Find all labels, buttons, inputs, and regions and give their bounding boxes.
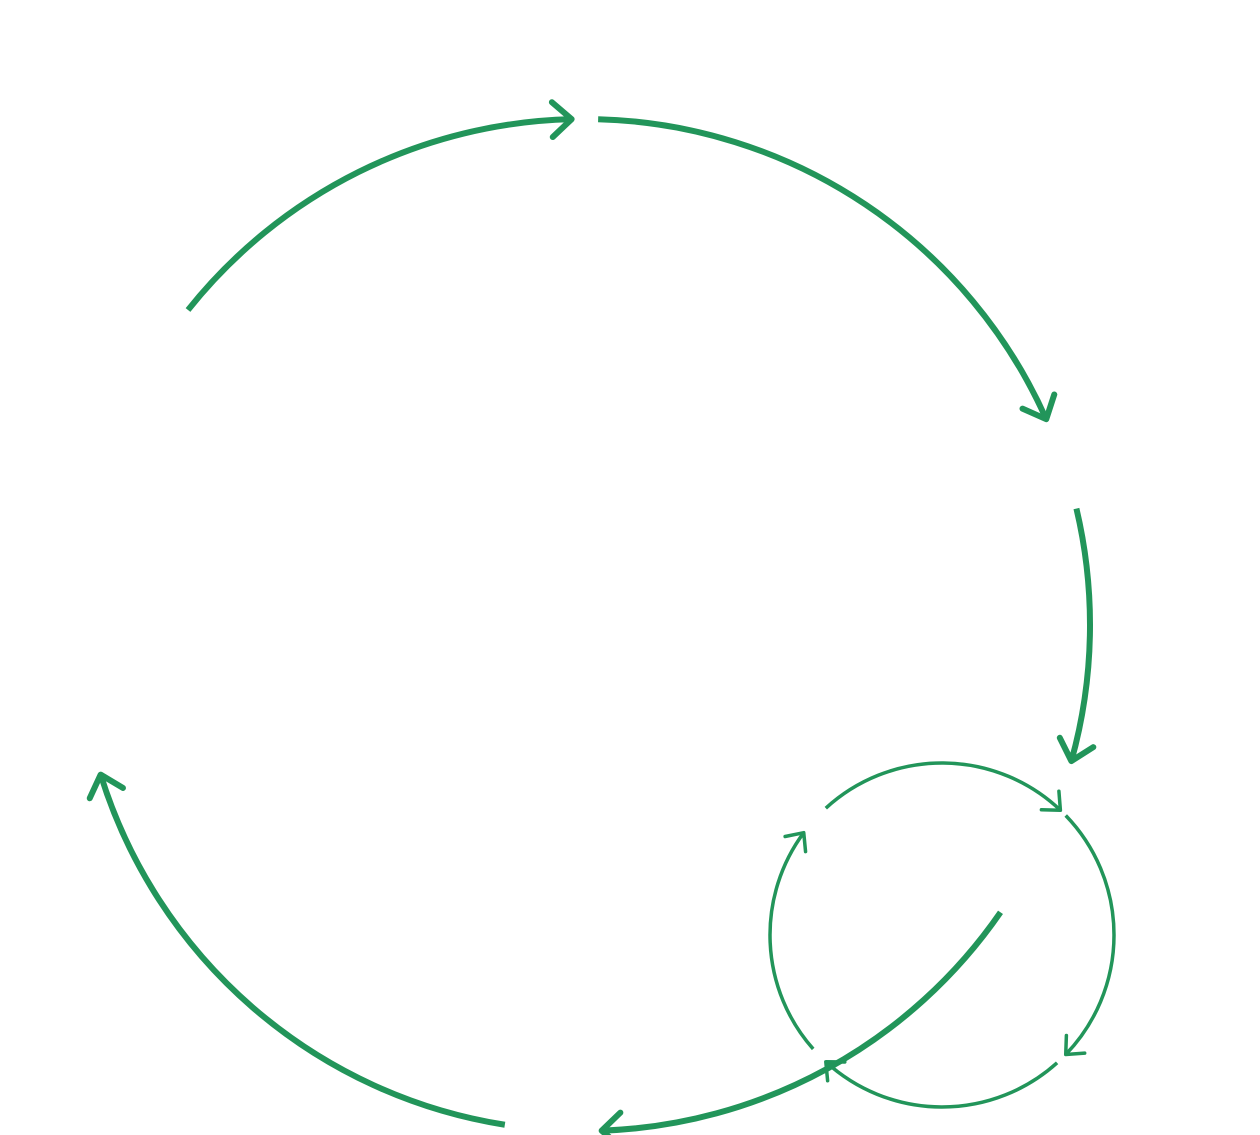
outer-arrowhead-icon-5 [86,771,126,802]
outer-arrowhead-icon-4 [598,1109,624,1135]
inner-cycle [768,761,1116,1109]
inner-arc-2 [824,761,1062,812]
outer-arrowhead-icon-3 [1056,734,1097,765]
outer-arc-1 [185,116,572,312]
inner-arrowhead-icon-2 [1039,789,1063,812]
inner-arc-3 [1064,814,1116,1056]
inner-arrowhead-icon-3 [1063,1033,1087,1057]
inner-arrowhead-icon-4 [824,1060,847,1083]
outer-arrowhead-icon-2 [1019,391,1058,423]
outer-arc-2 [598,116,1049,421]
inner-arrowhead-icon-1 [783,830,808,854]
outer-cycle [86,99,1097,1135]
outer-arc-4 [601,910,1003,1134]
inner-arc-4 [824,1060,1059,1109]
inner-arc-1 [768,831,815,1051]
outer-arc-5 [97,773,506,1128]
outer-arrowhead-icon-1 [548,99,575,141]
outer-arc-3 [1068,507,1093,762]
